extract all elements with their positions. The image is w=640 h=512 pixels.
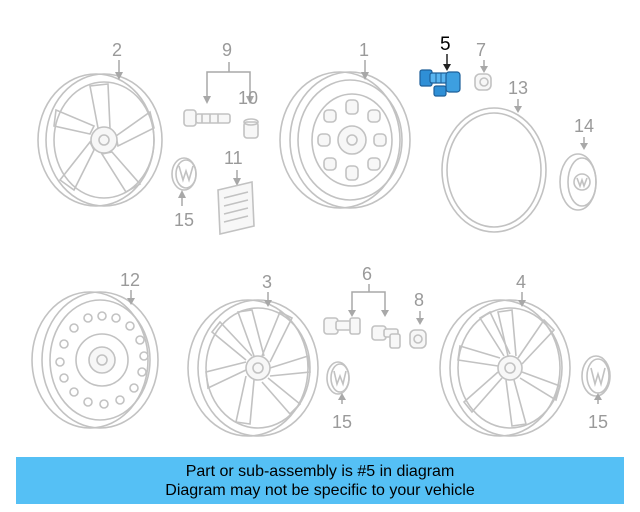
lug-nut-10[interactable] xyxy=(243,118,259,139)
callout-3: 3 xyxy=(262,272,272,292)
callout-13: 13 xyxy=(508,78,528,98)
callout-15b: 15 xyxy=(332,412,352,432)
center-cap-emblem-15a[interactable] xyxy=(171,157,197,191)
banner-line-1: Part or sub-assembly is #5 in diagram xyxy=(185,463,455,480)
callout-2: 2 xyxy=(112,40,122,60)
lug-bolt-6b[interactable] xyxy=(371,325,401,349)
callout-9: 9 xyxy=(222,40,232,60)
callout-8: 8 xyxy=(414,290,424,310)
lug-nut-7[interactable] xyxy=(474,73,492,91)
callout-4: 4 xyxy=(516,272,526,292)
steel-wheel-12[interactable] xyxy=(31,291,159,429)
steel-wheel-1[interactable] xyxy=(279,71,411,209)
info-banner: Part or sub-assembly is #5 in diagram Di… xyxy=(16,457,624,504)
center-cap-emblem-15b[interactable] xyxy=(326,361,350,395)
callout-5: 5 xyxy=(440,34,451,55)
center-cap-emblem-15c[interactable] xyxy=(581,355,611,397)
callout-12: 12 xyxy=(120,270,140,290)
lug-bolt-6a[interactable] xyxy=(323,317,361,335)
banner-line-2: Diagram may not be specific to your vehi… xyxy=(165,482,475,499)
tire-pressure-label-11[interactable] xyxy=(217,181,255,235)
alloy-wheel-3[interactable] xyxy=(187,299,319,437)
callout-10: 10 xyxy=(238,88,258,108)
callout-15c: 15 xyxy=(588,412,608,432)
lug-bolt-9[interactable] xyxy=(183,109,231,127)
wheel-trim-ring-13[interactable] xyxy=(441,107,547,233)
callout-7: 7 xyxy=(476,40,486,60)
parts-diagram: 2 15 9 10 11 xyxy=(31,34,611,437)
callout-15a: 15 xyxy=(174,210,194,230)
lug-nut-8[interactable] xyxy=(409,329,427,349)
callout-1: 1 xyxy=(359,40,369,60)
alloy-wheel-2[interactable] xyxy=(37,73,163,207)
hub-cap-14[interactable] xyxy=(559,153,597,211)
callout-11: 11 xyxy=(224,148,243,168)
lug-bolt-5-highlighted[interactable] xyxy=(419,69,461,97)
callout-6: 6 xyxy=(362,264,372,284)
callout-14: 14 xyxy=(574,116,594,136)
alloy-wheel-4[interactable] xyxy=(439,299,571,437)
